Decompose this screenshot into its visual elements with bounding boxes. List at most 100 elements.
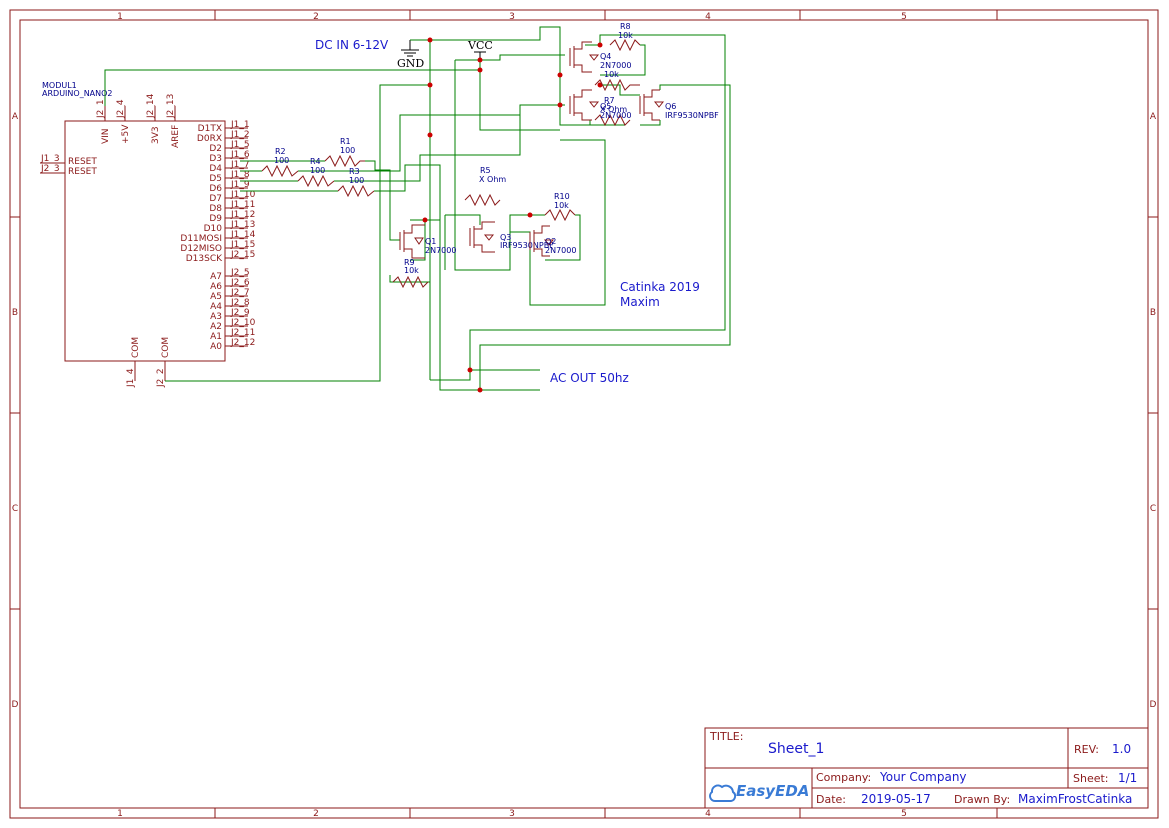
pin-num-j2_10: J2_10 xyxy=(230,318,256,328)
pin-name-d0rx: D0RX xyxy=(197,134,222,144)
logo-text: EasyEDA xyxy=(736,782,809,800)
pin-name-com-1: COM xyxy=(131,337,141,358)
mosfet-q2[interactable]: Q2 2N7000 xyxy=(529,225,576,257)
mosfet-q6[interactable]: Q6 IRF9530NPBF xyxy=(639,89,719,121)
q2-val: 2N7000 xyxy=(545,246,576,255)
zone-left-a: A xyxy=(12,112,19,122)
drawn-by-value: MaximFrostCatinka xyxy=(1018,792,1132,806)
pin-num-j2_5: J2_5 xyxy=(230,268,250,278)
zone-bottom-4: 4 xyxy=(705,809,711,819)
pin-name-5v: +5V xyxy=(121,124,131,144)
mosfet-q3[interactable]: Q3 IRF9530NPBF xyxy=(469,221,554,253)
pin-name-reset-2: RESET xyxy=(68,167,97,177)
title-label: TITLE: xyxy=(709,730,743,743)
pin-num-j2_12: J2_12 xyxy=(230,338,255,348)
pin-num-left-1: J2_3 xyxy=(40,164,60,174)
pin-num-top-1: J2_4 xyxy=(116,99,126,119)
pin-name-d1tx: D1TX xyxy=(198,124,222,134)
zone-top-5: 5 xyxy=(901,12,907,22)
sheet-frame: 1 2 3 4 5 1 2 3 4 5 A B C D A B C D xyxy=(9,9,1159,819)
mosfet-q1[interactable]: Q1 2N7000 xyxy=(399,224,456,259)
zone-right-b: B xyxy=(1150,308,1156,318)
pin-name-a4: A4 xyxy=(210,302,222,312)
r1-val: 100 xyxy=(340,146,355,155)
zone-left-b: B xyxy=(12,308,18,318)
pin-name-d9: D9 xyxy=(209,214,222,224)
pin-num-j1_5: J1_5 xyxy=(230,140,250,150)
resistor-r3[interactable]: R3 100 xyxy=(337,167,375,198)
zone-bottom-2: 2 xyxy=(313,809,319,819)
pin-num-j2_6: J2_6 xyxy=(230,278,250,288)
r11-val: 10k xyxy=(604,70,619,79)
zone-top-3: 3 xyxy=(509,12,515,22)
resistor-r1[interactable]: R1 100 xyxy=(324,137,365,168)
dc-in-label: DC IN 6-12V xyxy=(315,38,389,52)
r3-ref: R3 xyxy=(349,167,360,176)
arduino-module[interactable]: MODUL1 ARDUINO_NANO2 J2_1 J2_4 J2_14 J2_… xyxy=(40,81,256,388)
pin-num-j1_2: J1_2 xyxy=(230,130,250,140)
zone-left-d: D xyxy=(12,700,19,710)
r3-val: 100 xyxy=(349,176,364,185)
gnd-label: GND xyxy=(397,57,424,70)
pin-num-j2_11: J2_11 xyxy=(230,328,255,338)
title-block: TITLE: Sheet_1 REV: 1.0 Company: Your Co… xyxy=(704,727,1149,809)
r10-val: 10k xyxy=(554,201,569,210)
q5-ref: Q5 xyxy=(600,102,611,111)
q4-ref: Q4 xyxy=(600,52,611,61)
pin-name-d2: D2 xyxy=(209,144,222,154)
pin-num-j2_8: J2_8 xyxy=(230,298,250,308)
pin-num-left-0: J1_3 xyxy=(40,154,60,164)
resistor-r7[interactable]: R7 X Ohm xyxy=(594,96,631,127)
pin-name-aref: AREF xyxy=(171,125,181,148)
q3-ref: Q3 xyxy=(500,233,511,242)
pin-name-a5: A5 xyxy=(210,292,222,302)
r7-ref: R7 xyxy=(604,96,615,105)
q2-ref: Q2 xyxy=(545,237,556,246)
q6-ref: Q6 xyxy=(665,102,676,111)
resistor-r2[interactable]: R2 100 xyxy=(261,147,299,178)
q1-val: 2N7000 xyxy=(425,246,456,255)
q5-val: 2N7000 xyxy=(600,111,631,120)
vcc-label: VCC xyxy=(467,39,493,52)
r2-ref: R2 xyxy=(275,147,286,156)
company-label: Company: xyxy=(816,771,871,784)
zone-top-1: 1 xyxy=(117,12,123,22)
q3-val: IRF9530NPBF xyxy=(500,241,554,250)
pin-num-j1_13: J1_13 xyxy=(230,220,255,230)
pin-name-com-2: COM xyxy=(161,337,171,358)
r9-ref: R9 xyxy=(404,258,415,267)
pin-num-bottom-0: J1_4 xyxy=(126,368,136,388)
mosfet-q5[interactable]: Q5 2N7000 xyxy=(569,89,631,121)
resistor-r8[interactable]: R8 10k xyxy=(609,22,641,52)
zone-right-c: C xyxy=(1150,504,1156,514)
mosfet-q4[interactable]: Q4 2N7000 xyxy=(569,41,631,73)
resistor-r11[interactable]: 10k xyxy=(594,70,640,92)
date-label: Date: xyxy=(816,793,846,806)
resistor-r9[interactable]: R9 10k xyxy=(392,258,429,289)
pin-num-j2_7: J2_7 xyxy=(230,288,250,298)
pin-name-d8: D8 xyxy=(209,204,222,214)
pin-name-vin: VIN xyxy=(101,128,111,144)
r2-val: 100 xyxy=(274,156,289,165)
pin-name-reset-1: RESET xyxy=(68,157,97,167)
q4-val: 2N7000 xyxy=(600,61,631,70)
r5-ref: R5 xyxy=(480,166,491,175)
gnd-symbol: GND xyxy=(397,40,424,70)
pin-num-j2_15: J2_15 xyxy=(230,250,255,260)
wires xyxy=(104,26,731,391)
pin-name-d13sck: D13SCK xyxy=(186,254,223,264)
junctions xyxy=(422,37,603,393)
pin-name-a1: A1 xyxy=(210,332,222,342)
resistor-r4[interactable]: R4 100 xyxy=(297,157,335,188)
module-body xyxy=(64,120,226,362)
rev-label: REV: xyxy=(1074,743,1099,756)
pin-name-d4: D4 xyxy=(209,164,222,174)
resistor-r10[interactable]: R10 10k xyxy=(544,192,576,222)
pin-name-a3: A3 xyxy=(210,312,222,322)
resistor-r5[interactable]: R5 X Ohm xyxy=(464,166,506,207)
r1-ref: R1 xyxy=(340,137,351,146)
r5-val: X Ohm xyxy=(479,175,506,184)
pin-name-d7: D7 xyxy=(209,194,222,204)
r8-ref: R8 xyxy=(620,22,631,31)
q6-val: IRF9530NPBF xyxy=(665,111,719,120)
